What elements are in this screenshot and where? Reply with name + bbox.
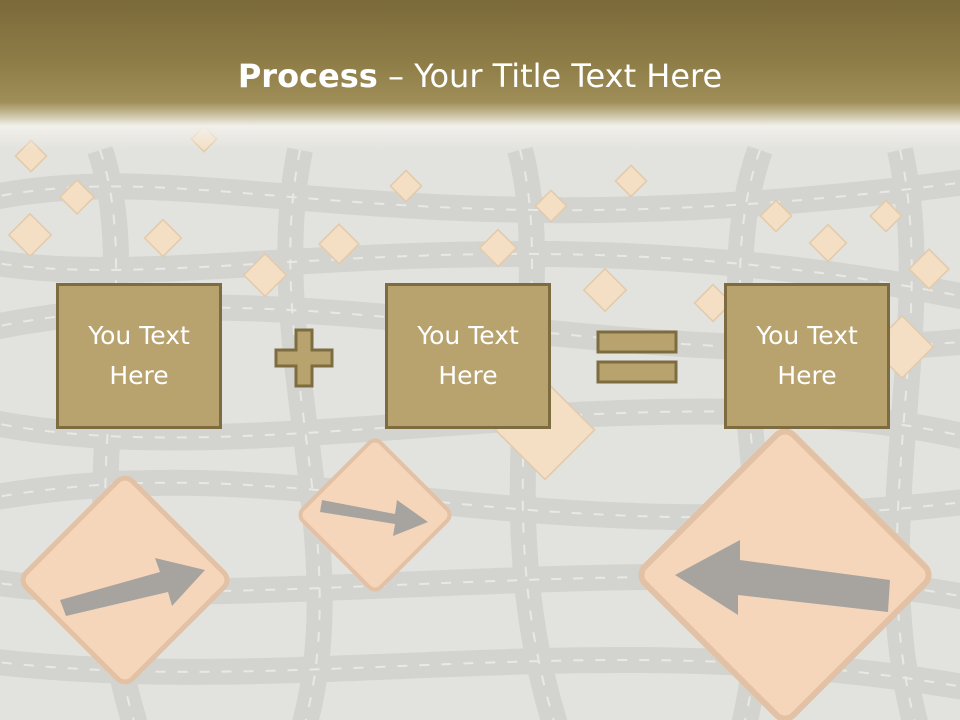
process-box-3[interactable]: You Text Here <box>724 283 890 429</box>
title-rest-part: – Your Title Text Here <box>377 57 723 95</box>
slide-title[interactable]: Process – Your Title Text Here <box>0 56 960 96</box>
process-box-1[interactable]: You Text Here <box>56 283 222 429</box>
plus-icon <box>274 328 334 388</box>
process-box-1-text: You Text Here <box>88 321 190 390</box>
title-bold-part: Process <box>237 57 378 95</box>
process-box-3-text: You Text Here <box>756 321 858 390</box>
equals-icon <box>596 330 678 384</box>
title-banner <box>0 0 960 150</box>
process-box-2[interactable]: You Text Here <box>385 283 551 429</box>
process-box-2-text: You Text Here <box>417 321 519 390</box>
